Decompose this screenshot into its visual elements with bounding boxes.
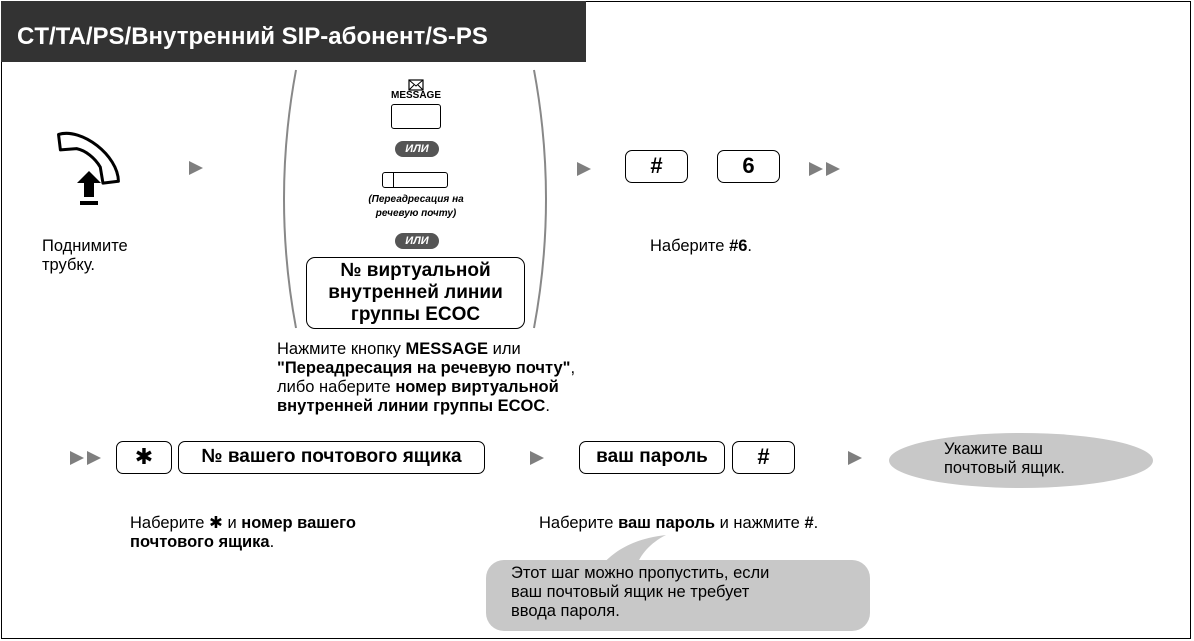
vm-transfer-label-1: (Переадресация на [368,194,464,205]
step2-line4: внутренней линии группы ECOC. [277,397,550,415]
note-line3: ввода пароля. [511,602,620,620]
step2-line1: Нажмите кнопку MESSAGE или [277,340,521,358]
step2-line2: "Переадресация на речевую почту", [277,359,576,377]
star-key-label: ✱ [134,444,154,469]
hash-key-2-label: # [757,444,770,469]
mailbox-number-key[interactable] [178,441,485,474]
handset-off-hook-icon [57,131,120,205]
ecoc-line1: № виртуальной [340,260,491,281]
digit-6-key[interactable] [717,150,780,183]
right-parenthesis [533,69,547,329]
step1-line1: Поднимите [42,237,128,255]
double-arrow-icon [70,451,101,465]
left-parenthesis [283,69,297,329]
vm-transfer-button[interactable] [382,172,448,188]
ecoc-line2: внутренней линии [328,282,503,303]
double-arrow-icon [809,162,840,176]
note-bubble [486,560,870,631]
step4-line2: почтового ящика. [130,533,275,551]
hash-key-label: # [650,153,663,178]
star-key[interactable] [116,441,172,474]
mailbox-number-key-label: № вашего почтового ящика [201,446,462,467]
arrow-icon [848,451,862,465]
or-badge: ИЛИ [395,141,439,157]
step3-text: Наберите #6. [650,237,753,255]
or-badge: ИЛИ [395,233,439,249]
password-key[interactable] [579,441,725,474]
note-line2: ваш почтовый ящик не требует [511,583,750,601]
note-line1: Этот шаг можно пропустить, если [511,564,770,582]
ecoc-extension-key[interactable] [306,257,525,329]
envelope-icon [408,79,424,91]
result-line1: Укажите ваш [944,440,1043,458]
arrow-icon [530,451,544,465]
hash-key[interactable] [625,150,688,183]
hash-key-2[interactable] [732,441,795,474]
step4-line1: Наберите ✱ и номер вашего [130,514,356,532]
step2-line3: либо наберите номер виртуальной [277,378,559,396]
message-key-label: MESSAGE [391,90,442,101]
message-button[interactable] [391,104,441,129]
result-line2: почтовый ящик. [944,459,1065,477]
arrow-icon [189,161,203,175]
step5-text: Наберите ваш пароль и нажмите #. [539,514,819,532]
ecoc-line3: группы ECOC [350,304,481,325]
arrow-icon [577,162,591,176]
diagram-title: CT/TA/PS/Внутренний SIP-абонент/S-PS [17,23,488,50]
step1-line2: трубку. [42,256,96,274]
digit-6-key-label: 6 [742,153,755,178]
title-bar: CT/TA/PS/Внутренний SIP-абонент/S-PS [1,1,586,62]
result-bubble [889,433,1153,488]
note-bubble-tail [600,535,666,567]
password-key-label: ваш пароль [596,446,708,467]
vm-transfer-label-2: речевую почту) [375,208,457,219]
